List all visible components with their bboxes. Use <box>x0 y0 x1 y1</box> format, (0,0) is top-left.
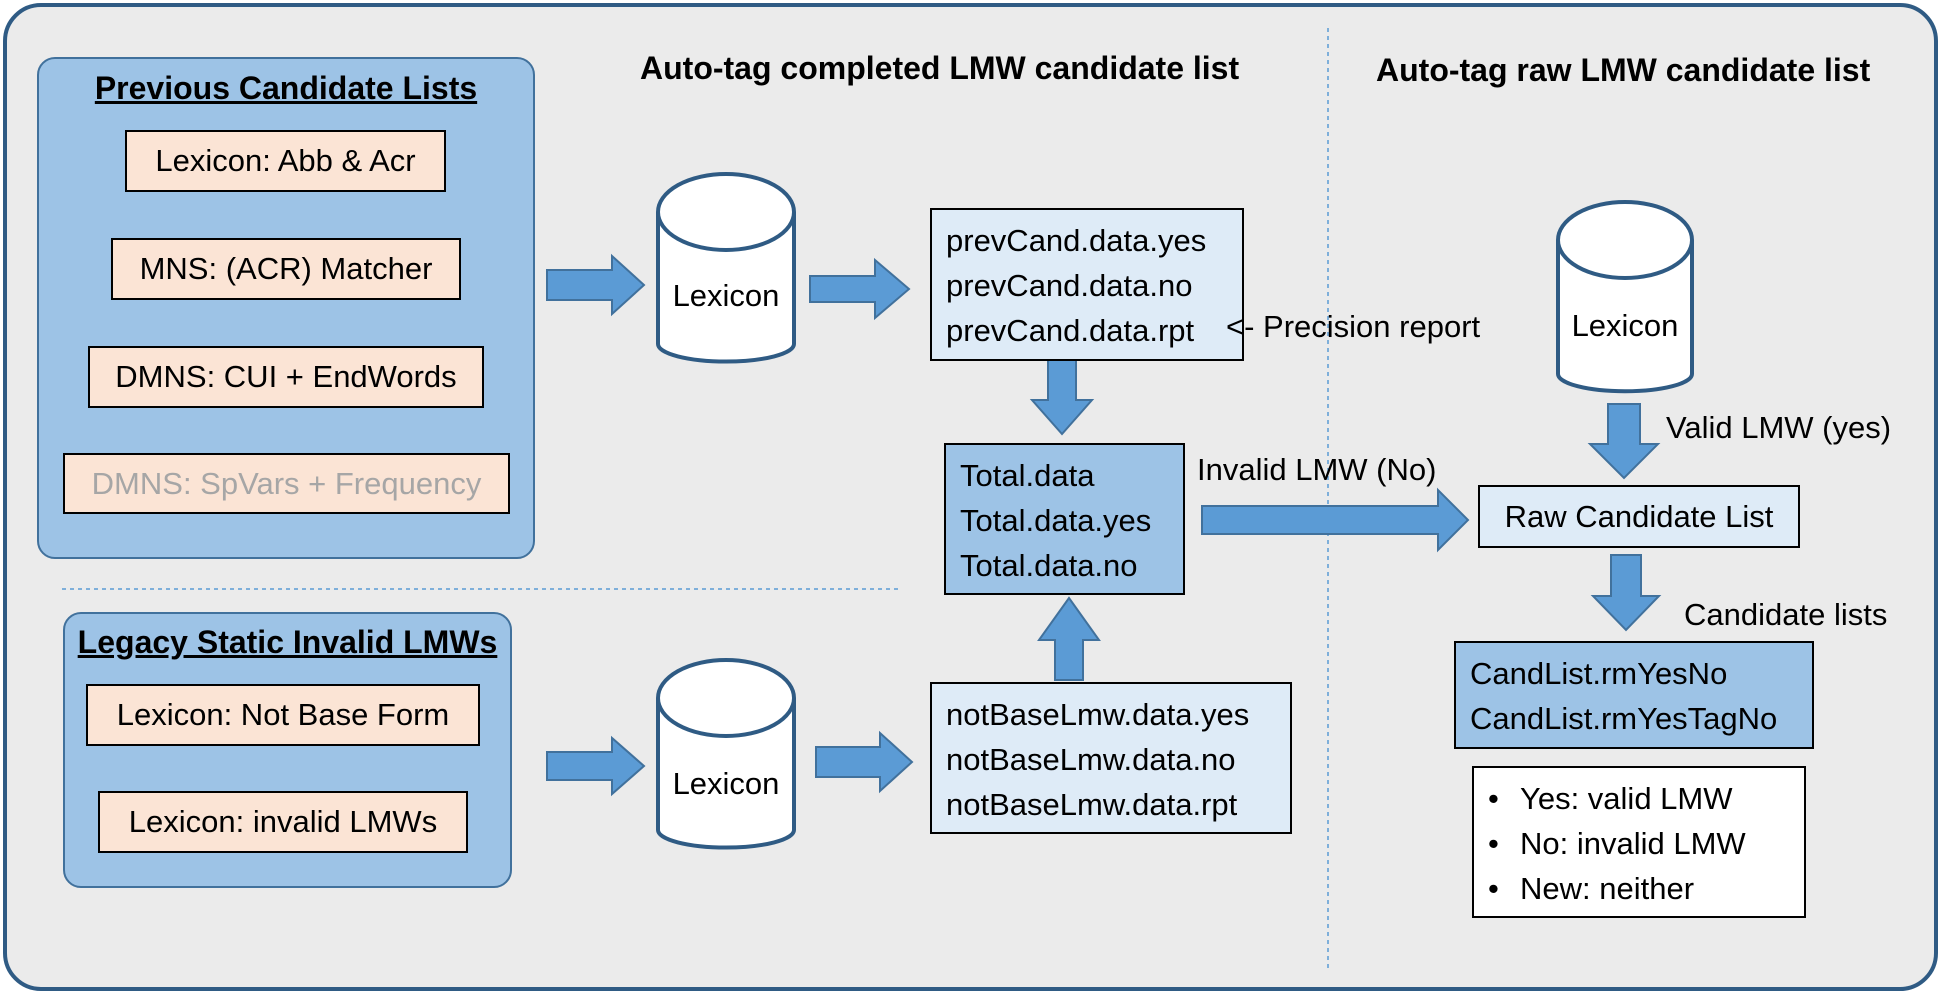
valid-lmw-label: Valid LMW (yes) <box>1666 410 1892 445</box>
step-dmns-cui-endwords: DMNS: CUI + EndWords <box>88 346 484 408</box>
arrow-previous-to-lexicon <box>546 253 646 317</box>
arrow-lexicon-to-prevcand <box>809 257 911 321</box>
candlist-rmyestagno: CandList.rmYesTagNo <box>1470 701 1778 736</box>
lexicon-label-right: Lexicon <box>1571 308 1679 343</box>
raw-candidate-list-label: Raw Candidate List <box>1504 499 1774 534</box>
step-lexicon-not-base-form: Lexicon: Not Base Form <box>86 684 480 746</box>
invalid-lmw-label: Invalid LMW (No) <box>1197 452 1437 487</box>
legend-item-no: • No: invalid LMW <box>1474 821 1804 866</box>
total-data-box: Total.data Total.data.yes Total.data.no <box>944 443 1185 595</box>
lexicon-cylinder-bottom <box>656 658 796 850</box>
candlist-rmyesno: CandList.rmYesNo <box>1470 656 1728 691</box>
total-data-yes: Total.data.yes <box>960 503 1152 538</box>
legend-text-new: New: neither <box>1520 871 1695 906</box>
step-mns-acr-matcher: MNS: (ACR) Matcher <box>111 238 461 300</box>
raw-candidate-list-box: Raw Candidate List <box>1478 485 1800 548</box>
step-lexicon-abb-acr: Lexicon: Abb & Acr <box>125 130 446 192</box>
legend-text-no: No: invalid LMW <box>1520 826 1746 861</box>
notbase-rpt: notBaseLmw.data.rpt <box>946 787 1238 822</box>
step-dmns-spvars-frequency: DMNS: SpVars + Frequency <box>63 453 510 514</box>
lexicon-cylinder-right <box>1556 200 1694 394</box>
lexicon-cylinder-top <box>656 172 796 364</box>
total-data-no: Total.data.no <box>960 548 1138 583</box>
legend-item-yes: • Yes: valid LMW <box>1474 776 1804 821</box>
completed-section-title: Auto-tag completed LMW candidate list <box>640 50 1240 86</box>
arrow-lexicon-to-raw <box>1587 403 1661 480</box>
arrow-raw-to-candlist <box>1590 554 1662 632</box>
legend-text-yes: Yes: valid LMW <box>1520 781 1733 816</box>
candidate-lists-label: Candidate lists <box>1684 597 1888 632</box>
arrow-prevcand-to-total <box>1029 359 1095 436</box>
lexicon-label-top: Lexicon <box>672 278 780 313</box>
candlist-box: CandList.rmYesNo CandList.rmYesTagNo <box>1454 641 1814 749</box>
step-lexicon-invalid-lmws: Lexicon: invalid LMWs <box>98 791 468 853</box>
notbaselmw-box: notBaseLmw.data.yes notBaseLmw.data.no n… <box>930 682 1292 834</box>
prevcand-box: prevCand.data.yes prevCand.data.no prevC… <box>930 208 1244 361</box>
prevcand-no: prevCand.data.no <box>946 268 1193 303</box>
legend-bullet: • <box>1488 781 1499 816</box>
legend-bullet: • <box>1488 871 1499 906</box>
previous-candidate-lists-title: Previous Candidate Lists <box>94 70 478 106</box>
raw-section-title: Auto-tag raw LMW candidate list <box>1376 52 1871 88</box>
precision-report-label: <- Precision report <box>1226 309 1481 344</box>
total-data: Total.data <box>960 458 1095 493</box>
prevcand-rpt: prevCand.data.rpt <box>946 313 1195 348</box>
notbase-no: notBaseLmw.data.no <box>946 742 1236 777</box>
legacy-static-invalid-title: Legacy Static Invalid LMWs <box>77 624 498 660</box>
legend-bullet: • <box>1488 826 1499 861</box>
arrow-lexicon-to-notbase <box>815 730 914 794</box>
legend-item-new: • New: neither <box>1474 866 1804 911</box>
legend-box: • Yes: valid LMW • No: invalid LMW • New… <box>1472 766 1806 918</box>
prevcand-yes: prevCand.data.yes <box>946 223 1207 258</box>
arrow-legacy-to-lexicon <box>546 735 646 797</box>
arrow-total-to-raw <box>1201 487 1470 553</box>
arrow-notbase-to-total <box>1037 596 1101 681</box>
notbase-yes: notBaseLmw.data.yes <box>946 697 1250 732</box>
lexicon-label-bottom: Lexicon <box>672 766 780 801</box>
